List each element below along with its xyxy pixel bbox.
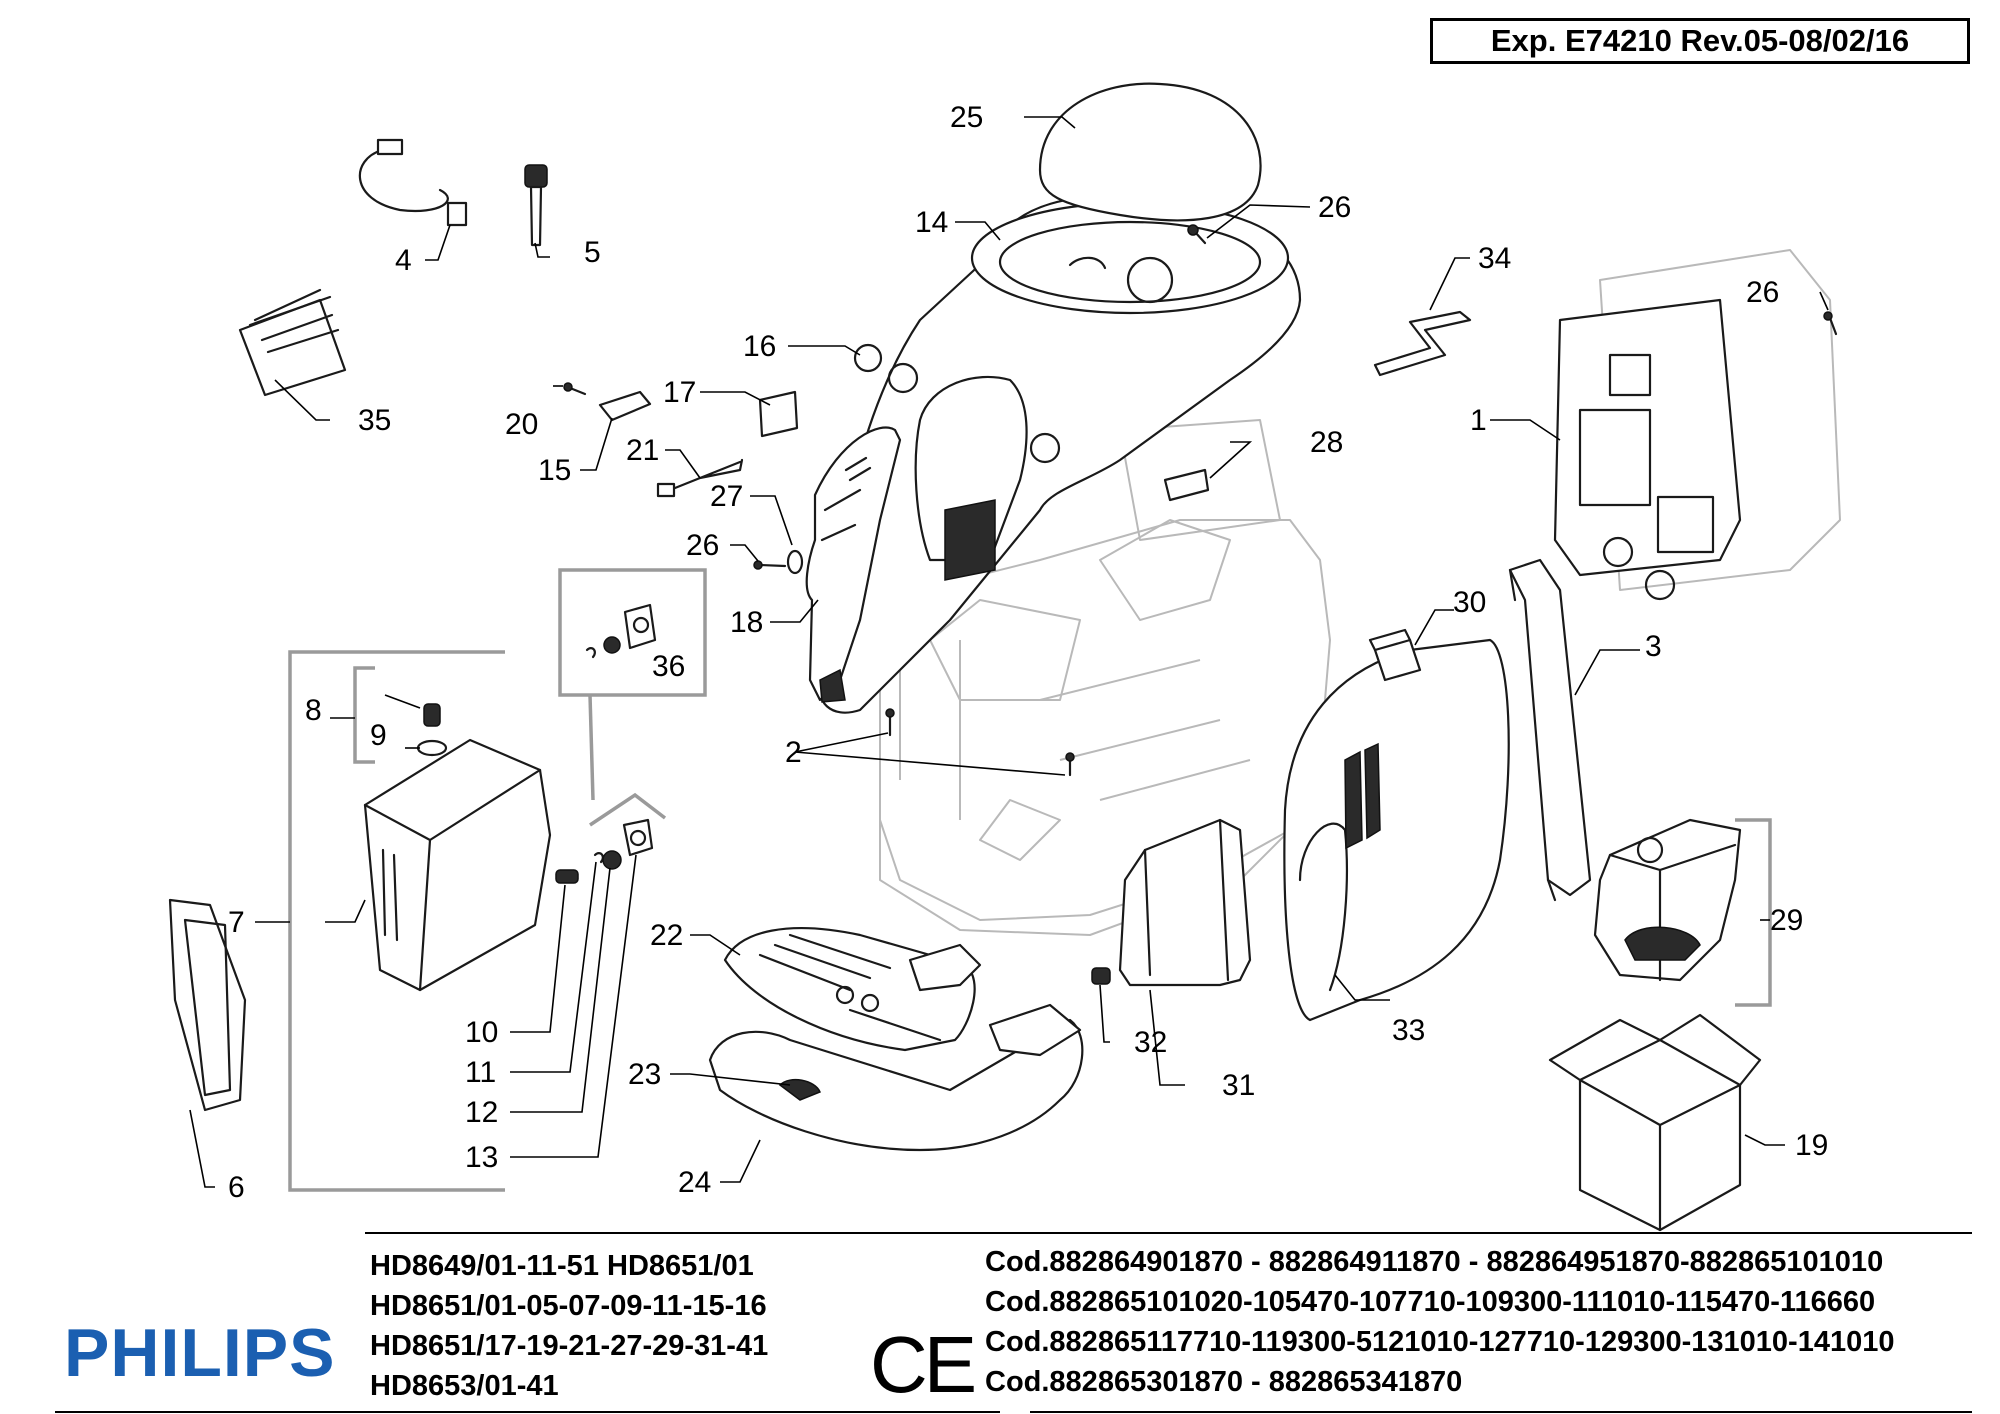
- callout-21: 21: [626, 434, 659, 467]
- cap-part-8: [423, 703, 441, 727]
- code-line-2: Cod.882865101020-105470-107710-109300-11…: [985, 1286, 1876, 1318]
- callout-24: 24: [678, 1166, 711, 1199]
- callout-5: 5: [584, 236, 601, 269]
- callout-27: 27: [710, 480, 743, 513]
- foot-part-32: [1091, 967, 1111, 985]
- callout-22: 22: [650, 919, 683, 952]
- model-line-4: HD8653/01-41: [370, 1370, 559, 1402]
- model-line-2: HD8651/01-05-07-09-11-15-16: [370, 1290, 767, 1322]
- leader-lines: [189, 116, 1829, 1188]
- power-board-part-1: [1553, 249, 1841, 601]
- model-line-3: HD8651/17-19-21-27-29-31-41: [370, 1330, 769, 1362]
- callout-7: 7: [228, 906, 245, 939]
- callout-33: 33: [1392, 1014, 1425, 1047]
- washer-part-27: [786, 549, 804, 575]
- cable-part-21: [656, 458, 744, 498]
- callout-15: 15: [538, 454, 571, 487]
- callout-26-top: 26: [1318, 191, 1351, 224]
- callout-13: 13: [465, 1141, 498, 1174]
- callout-16: 16: [743, 330, 776, 363]
- handle-part-3: [1508, 558, 1592, 902]
- power-cable-part-4: [358, 138, 468, 227]
- ribbon-cable-part-34: [1373, 310, 1472, 377]
- valve-inset-part-36: [558, 568, 707, 801]
- pin-part-5: [524, 164, 548, 247]
- callout-28: 28: [1310, 426, 1343, 459]
- philips-logo: PHILIPS: [64, 1315, 336, 1391]
- revision-label: Exp. E74210 Rev.05-08/02/16: [1430, 18, 1970, 64]
- water-tank-part-7: [363, 738, 552, 992]
- callout-29: 29: [1770, 904, 1803, 937]
- sticker-part-16: [853, 343, 883, 373]
- manual-part-35: [238, 288, 347, 397]
- callout-20: 20: [505, 408, 538, 441]
- callout-23: 23: [628, 1058, 661, 1091]
- block-part-30: [1368, 628, 1422, 682]
- callout-25: 25: [950, 101, 983, 134]
- group-bracket-29: [1735, 818, 1772, 1007]
- callout-2: 2: [785, 736, 802, 769]
- callout-10: 10: [465, 1016, 498, 1049]
- callout-11: 11: [465, 1056, 496, 1089]
- callout-31: 31: [1222, 1069, 1255, 1102]
- callout-36: 36: [652, 650, 685, 683]
- brew-unit-part-29: [1593, 818, 1742, 982]
- housing-part-14: [817, 195, 1302, 714]
- code-line-4: Cod.882865301870 - 882865341870: [985, 1366, 1463, 1398]
- switch-part-28: [1163, 468, 1210, 502]
- screws-part-26: [753, 224, 1838, 570]
- callout-34: 34: [1478, 242, 1511, 275]
- callout-4: 4: [395, 244, 412, 277]
- callout-6: 6: [228, 1171, 245, 1204]
- screw-part-20: [563, 382, 587, 396]
- code-line-3: Cod.882865117710-119300-5121010-127710-1…: [985, 1326, 1895, 1358]
- machine-base-ghost: [879, 419, 1331, 936]
- callout-17: 17: [663, 376, 696, 409]
- ce-mark: CE: [870, 1320, 977, 1409]
- callout-14: 14: [915, 206, 948, 239]
- callout-1: 1: [1470, 404, 1487, 437]
- lid-part-25: [1038, 82, 1262, 222]
- side-panel-part-18: [805, 426, 902, 703]
- callout-30: 30: [1453, 586, 1486, 619]
- box-part-19: [1548, 1013, 1762, 1232]
- callout-9: 9: [370, 719, 387, 752]
- tank-panel-part-6: [168, 898, 247, 1112]
- callout-19: 19: [1795, 1129, 1828, 1162]
- plate-part-17: [758, 390, 799, 438]
- callout-3: 3: [1645, 630, 1662, 663]
- screws-part-2: [885, 708, 1075, 777]
- coffee-outlet-part-31: [1118, 818, 1252, 987]
- callout-26-mid: 26: [686, 529, 719, 562]
- front-door-part-33: [1283, 638, 1510, 1022]
- callout-26-right: 26: [1746, 276, 1779, 309]
- group-bracket-7: [288, 650, 505, 1192]
- group-bracket-10-13: [589, 792, 667, 827]
- drip-tray-part-24: [708, 943, 1084, 1152]
- callout-32: 32: [1134, 1026, 1167, 1059]
- callout-8: 8: [305, 694, 322, 727]
- valve-parts-10-13: [555, 818, 654, 884]
- model-line-1: HD8649/01-11-51 HD8651/01: [370, 1250, 754, 1282]
- group-bracket-8: [353, 666, 375, 764]
- sensor-part-15: [598, 390, 652, 422]
- code-line-1: Cod.882864901870 - 882864911870 - 882864…: [985, 1246, 1884, 1278]
- callout-18: 18: [730, 606, 763, 639]
- callout-35: 35: [358, 404, 391, 437]
- o-ring-part-9: [416, 739, 448, 757]
- callout-12: 12: [465, 1096, 498, 1129]
